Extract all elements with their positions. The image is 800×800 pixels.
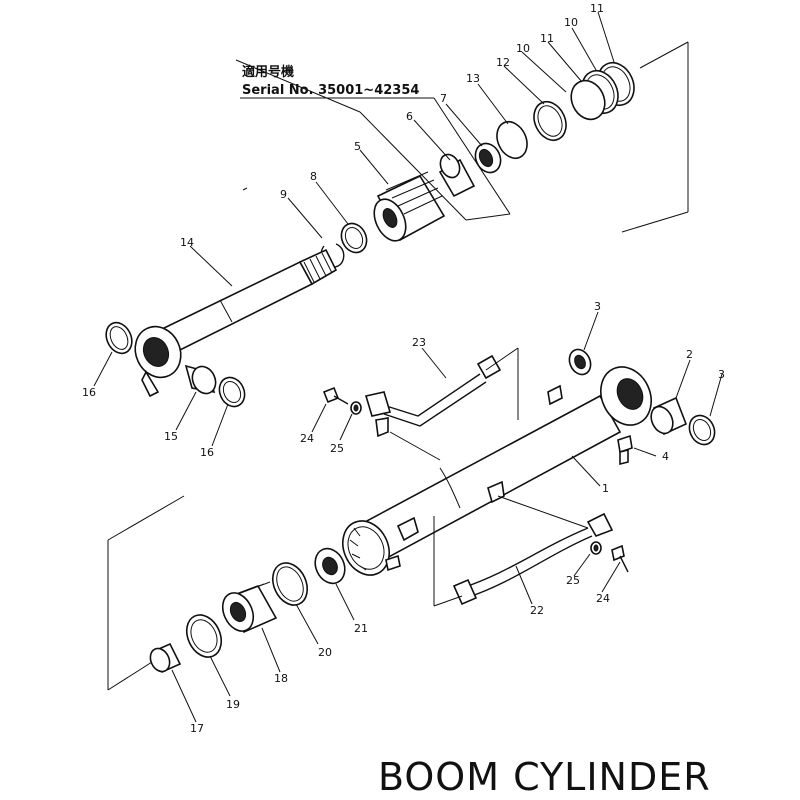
pipe-23	[364, 347, 519, 461]
serial-note-line1: 適用号機	[242, 64, 294, 80]
label-15: 15	[164, 430, 178, 443]
diagram-title: BOOM CYLINDER	[378, 755, 711, 799]
serial-note-line2: Serial No. 35001~42354	[242, 83, 419, 98]
label-24: 24	[596, 592, 610, 605]
label-5: 5	[354, 140, 361, 153]
leader-lines	[93, 11, 723, 723]
label-6: 6	[406, 110, 413, 123]
label-16: 16	[200, 446, 214, 459]
label-3: 3	[718, 368, 725, 381]
label-21: 21	[354, 622, 368, 635]
label-10: 10	[516, 42, 530, 55]
label-10: 10	[564, 16, 578, 29]
part-labels: 11 10 11 10 12 13 7 6 5 8 9 14 16 15 16 …	[82, 2, 725, 735]
bolt-washer-lower	[590, 541, 629, 573]
tube-end-parts	[568, 348, 716, 466]
label-14: 14	[180, 236, 194, 249]
label-25: 25	[566, 574, 580, 587]
label-11: 11	[540, 32, 554, 45]
piston-group	[107, 495, 346, 691]
label-1: 1	[602, 482, 609, 495]
label-13: 13	[466, 72, 480, 85]
label-22: 22	[530, 604, 544, 617]
head-side-parts	[320, 41, 689, 268]
label-19: 19	[226, 698, 240, 711]
bolt-washer-upper	[322, 386, 362, 415]
label-25: 25	[330, 442, 344, 455]
label-11: 11	[590, 2, 604, 15]
label-16: 16	[82, 386, 96, 399]
label-23: 23	[412, 336, 426, 349]
label-2: 2	[686, 348, 693, 361]
label-9: 9	[280, 188, 287, 201]
label-20: 20	[318, 646, 332, 659]
label-17: 17	[190, 722, 204, 735]
label-3: 3	[594, 300, 601, 313]
piston-rod	[134, 187, 338, 398]
label-8: 8	[310, 170, 317, 183]
label-7: 7	[440, 92, 447, 105]
label-18: 18	[274, 672, 288, 685]
rod-eye-parts	[105, 321, 246, 408]
pipe-22	[433, 495, 614, 607]
label-24: 24	[300, 432, 314, 445]
cylinder-tube	[342, 366, 652, 576]
serial-note: 適用号機 Serial No. 35001~42354	[235, 59, 511, 221]
label-4: 4	[662, 450, 669, 463]
label-12: 12	[496, 56, 510, 69]
